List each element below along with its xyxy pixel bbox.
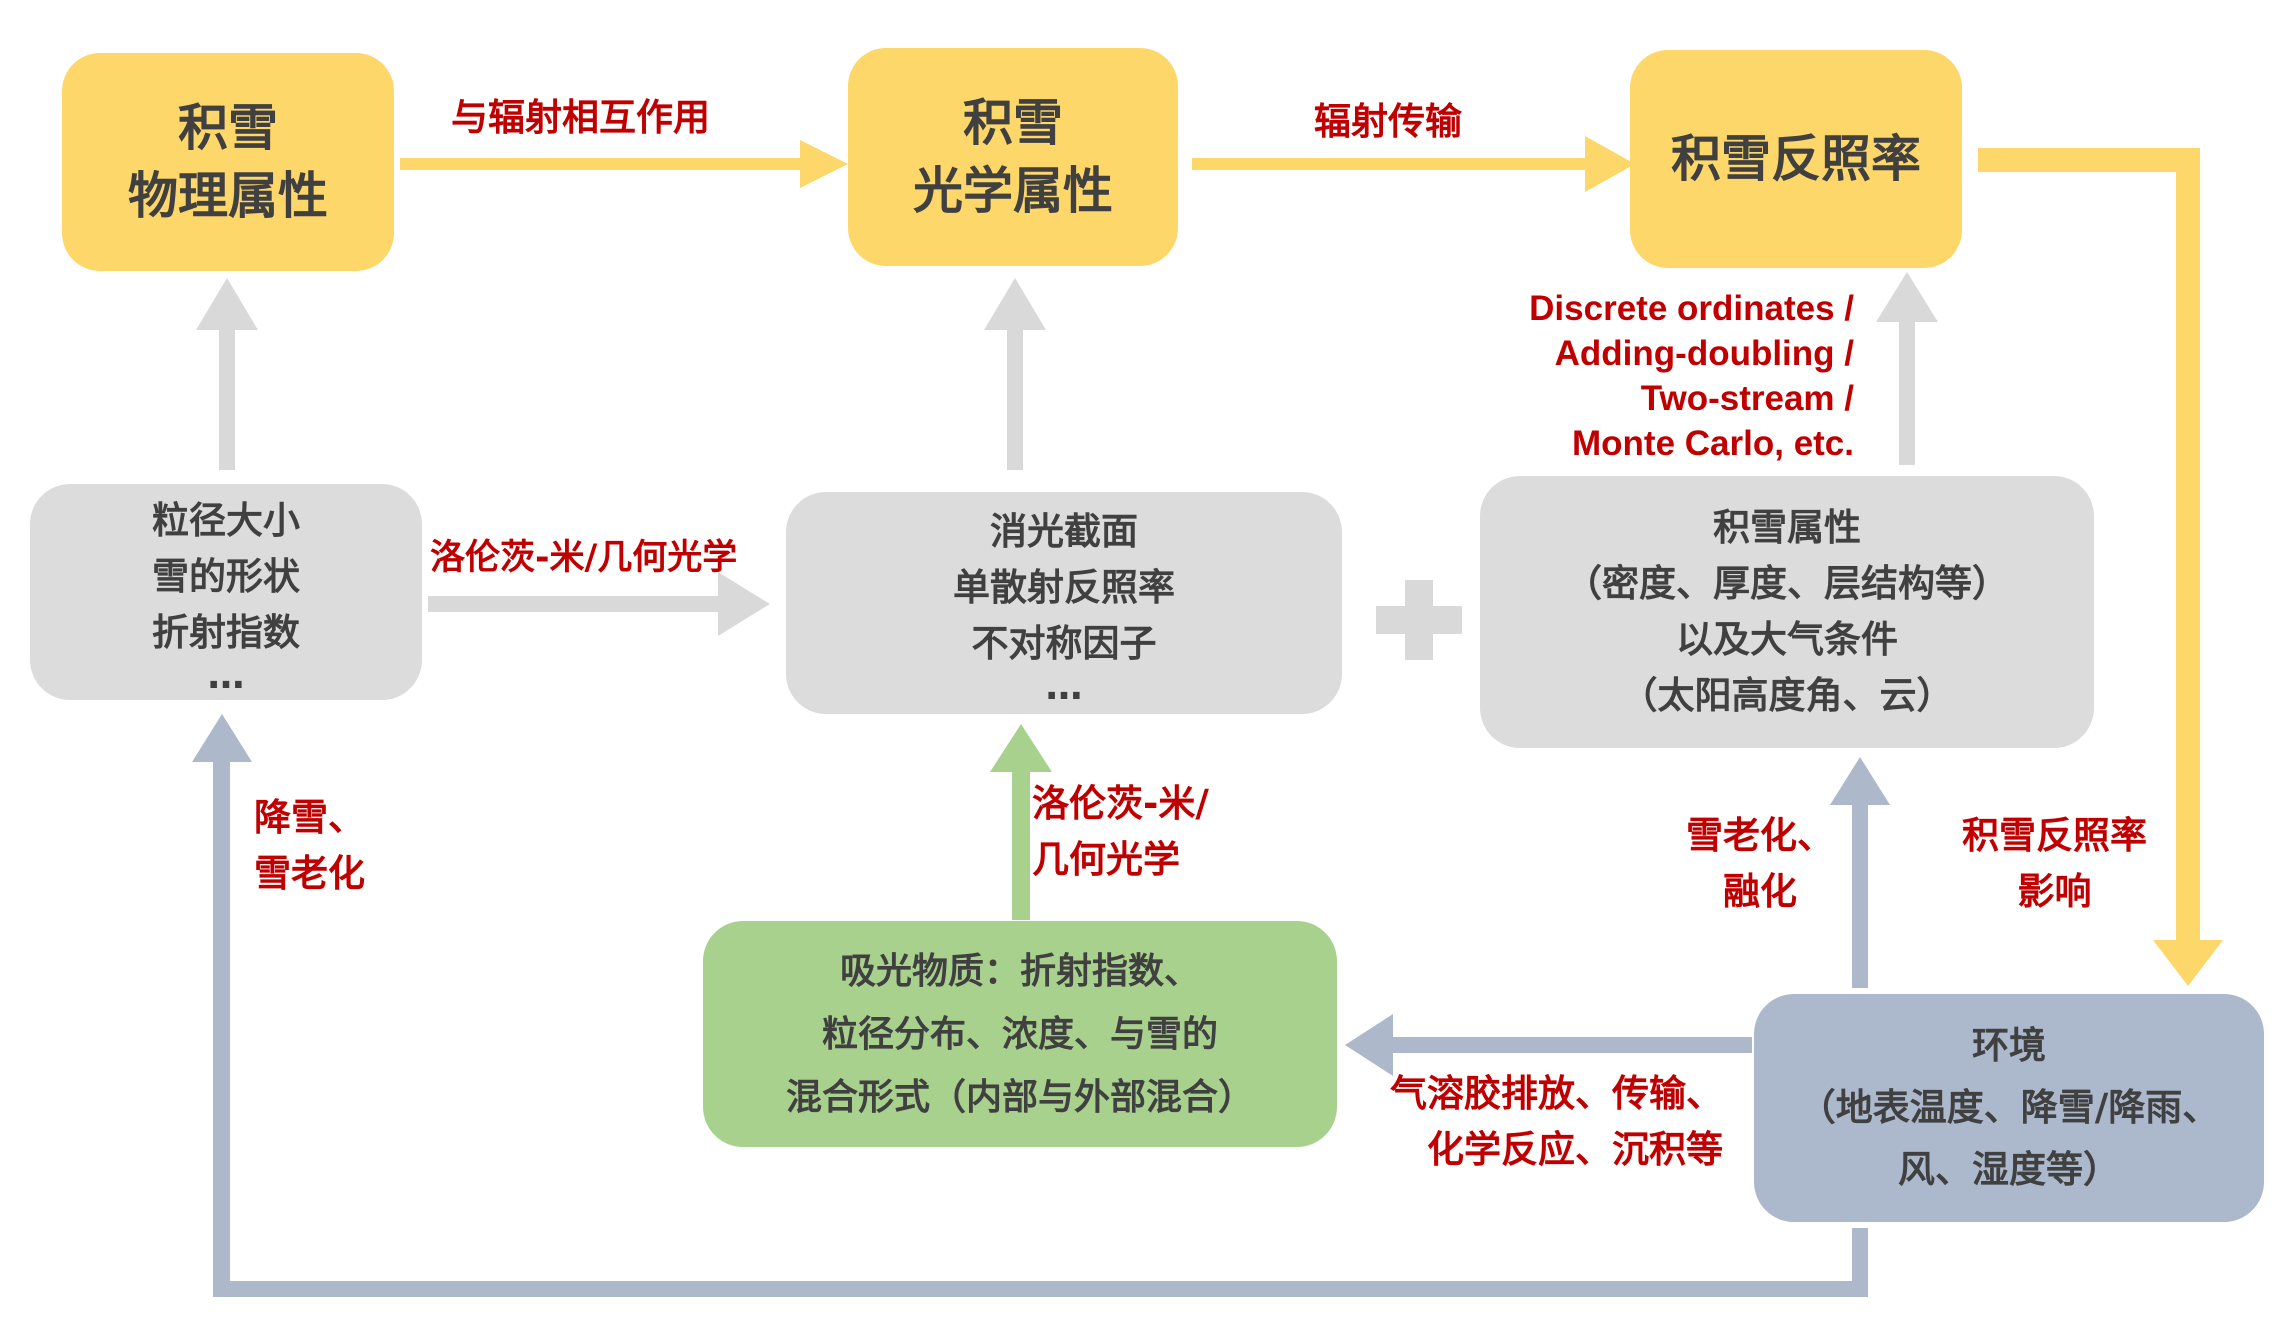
label-line: Adding-doubling / — [1554, 334, 1854, 373]
label-line: Monte Carlo, etc. — [1572, 424, 1854, 463]
label-line: Two-stream / — [1640, 379, 1854, 418]
node-snowpack-properties: 积雪属性 （密度、厚度、层结构等） 以及大气条件 （太阳高度角、云） — [1480, 476, 2094, 748]
node-environment: 环境 （地表温度、降雪/降雨、 风、湿度等） — [1754, 994, 2264, 1222]
label-line: Discrete ordinates / — [1529, 289, 1854, 328]
node-line: 积雪 — [178, 99, 278, 157]
label-line: 洛伦茨-米/几何光学 — [430, 538, 738, 578]
label-radiation-interaction: 与辐射相互作用 — [451, 90, 710, 146]
node-line: 风、湿度等） — [1898, 1148, 2120, 1191]
node-snow-physical-properties: 积雪 物理属性 — [62, 53, 394, 271]
node-line: 物理属性 — [128, 167, 328, 225]
label-line: 洛伦茨-米/ — [1032, 782, 1209, 825]
label-line: 雪老化、 — [1686, 814, 1834, 857]
arrow-environment-to-snowpack — [1830, 757, 1890, 988]
node-snow-optical-properties: 积雪 光学属性 — [848, 48, 1178, 266]
label-line: 降雪、 — [254, 796, 365, 839]
node-line: … — [1045, 665, 1083, 708]
label-albedo-feedback: 积雪反照率 影响 — [1962, 808, 2147, 920]
node-line: （太阳高度角、云） — [1620, 674, 1954, 717]
node-line: 环境 — [1972, 1024, 2046, 1067]
arrow-albedo-to-environment — [1978, 148, 2223, 986]
node-line: 雪的形状 — [152, 555, 300, 598]
arrow-absorbers-to-extinction — [990, 724, 1052, 920]
label-line: 积雪反照率 — [1962, 814, 2147, 857]
label-line: 影响 — [2017, 870, 2092, 913]
node-line: 以及大气条件 — [1676, 618, 1898, 661]
label-line: 气溶胶排放、传输、 — [1390, 1072, 1723, 1115]
node-line: 吸光物质：折射指数、 — [839, 950, 1200, 992]
label-line: 雪老化 — [254, 852, 365, 895]
arrow-extinction-to-optical — [984, 278, 1046, 470]
label-line: 化学反应、沉积等 — [1427, 1128, 1723, 1171]
node-line: … — [207, 654, 245, 697]
node-line: （密度、厚度、层结构等） — [1565, 562, 2009, 605]
node-line: 混合形式（内部与外部混合） — [785, 1076, 1254, 1118]
node-line: 积雪 — [963, 94, 1063, 152]
label-snowfall-aging: 降雪、 雪老化 — [254, 790, 365, 902]
label-aerosol-processes: 气溶胶排放、传输、 化学反应、沉积等 — [1390, 1066, 1723, 1178]
node-line: 折射指数 — [152, 611, 300, 654]
label-line: 与辐射相互作用 — [451, 96, 710, 139]
node-line: 不对称因子 — [971, 622, 1157, 665]
label-rt-methods: Discrete ordinates / Adding-doubling / T… — [1496, 286, 1854, 466]
arrow-optical-to-albedo — [1192, 136, 1635, 192]
label-line: 辐射传输 — [1314, 100, 1462, 143]
label-line: 几何光学 — [1032, 838, 1180, 881]
node-line: 单散射反照率 — [953, 566, 1175, 609]
arrow-grain-to-physical — [196, 278, 258, 470]
label-aging-melting: 雪老化、 融化 — [1686, 808, 1834, 920]
node-line: 消光截面 — [990, 510, 1138, 553]
node-line: 粒径大小 — [152, 499, 300, 542]
label-line: 融化 — [1723, 870, 1797, 913]
arrow-snowpack-to-albedo — [1876, 272, 1938, 465]
node-line: 粒径分布、浓度、与雪的 — [821, 1013, 1218, 1055]
label-radiative-transfer: 辐射传输 — [1314, 94, 1462, 150]
node-line: 积雪属性 — [1713, 506, 1861, 549]
arrow-environment-to-absorbers — [1345, 1014, 1752, 1076]
node-light-absorbers: 吸光物质：折射指数、 粒径分布、浓度、与雪的 混合形式（内部与外部混合） — [703, 921, 1337, 1147]
node-extinction-properties: 消光截面 单散射反照率 不对称因子 … — [786, 492, 1342, 714]
node-line: 积雪反照率 — [1671, 130, 1921, 188]
node-line: 光学属性 — [913, 162, 1113, 220]
node-grain-properties: 粒径大小 雪的形状 折射指数 … — [30, 484, 422, 700]
arrow-physical-to-optical — [400, 140, 848, 188]
node-snow-albedo: 积雪反照率 — [1630, 50, 1962, 268]
arrow-grain-to-extinction — [428, 572, 770, 636]
node-line: （地表温度、降雪/降雨、 — [1798, 1086, 2220, 1129]
plus-icon — [1376, 580, 1462, 660]
label-lorenz-mie-geometric: 洛伦茨-米/几何光学 — [430, 530, 737, 586]
label-lorenz-mie-geometric-2: 洛伦茨-米/ 几何光学 — [1032, 776, 1209, 888]
